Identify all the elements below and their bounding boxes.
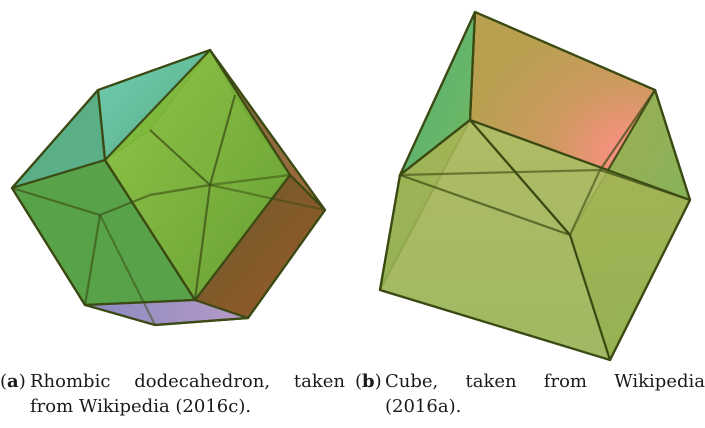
caption-b-tag: (b)	[355, 371, 382, 392]
caption-a: (a) Rhombic dodecahedron, taken from Wik…	[0, 369, 345, 419]
caption-a-text: Rhombic dodecahedron, taken from Wikiped…	[30, 371, 345, 417]
cube-illustration	[378, 10, 692, 362]
caption-b-text: Cube, taken from Wikipedia (2016a).	[385, 371, 705, 417]
caption-b: (b) Cube, taken from Wikipedia (2016a).	[355, 369, 705, 419]
rhombic-dodecahedron-illustration	[10, 48, 327, 327]
figure-illustrations	[10, 10, 692, 362]
caption-a-tag: (a)	[0, 371, 26, 392]
